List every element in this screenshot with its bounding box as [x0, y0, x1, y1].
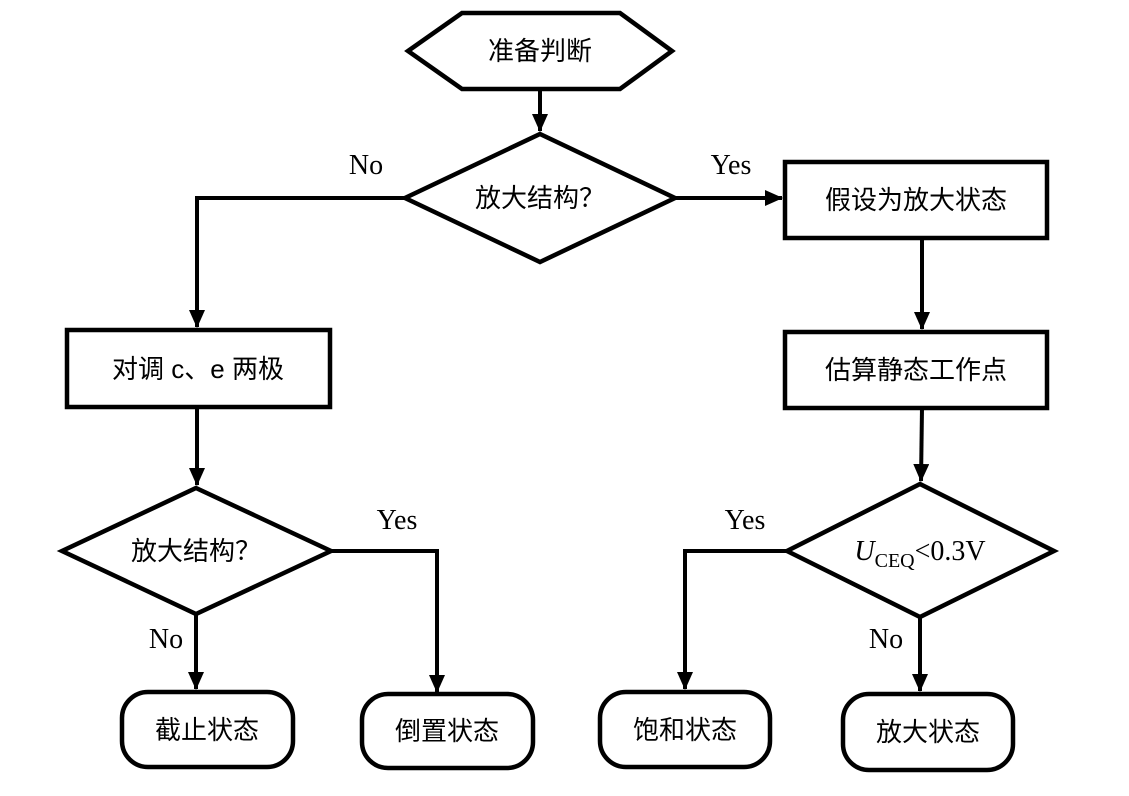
decision3-label-sub: CEQ [875, 550, 916, 572]
decision3-yes-label: Yes [725, 505, 766, 536]
estimate-rect [782, 329, 1050, 411]
assume-rect [782, 159, 1050, 241]
amplify-terminal [840, 691, 1016, 773]
amplify-label: 放大状态 [876, 717, 980, 747]
estimate-label: 估算静态工作点 [825, 355, 1007, 385]
edge-decision1-no-to-swap [189, 196, 405, 328]
edge-decision2-yes-to-inverted [331, 549, 445, 693]
decision3-no-label: No [869, 624, 903, 655]
decision2-yes-label: Yes [377, 505, 418, 536]
swap-rect [64, 327, 333, 410]
start-label: 准备判断 [488, 36, 592, 66]
cutoff-label: 截止状态 [155, 715, 259, 745]
decision1-yes-label: Yes [711, 150, 752, 181]
decision2-label: 放大结构？ [131, 536, 261, 566]
decision1-no-label: No [349, 150, 383, 181]
decision1-diamond [399, 131, 681, 265]
decision3-diamond [781, 481, 1060, 620]
cutoff-terminal [119, 689, 296, 770]
inverted-label: 倒置状态 [395, 716, 499, 746]
edge-decision3-yes-to-saturation [677, 549, 787, 690]
decision3-label-u: U [854, 536, 876, 567]
decision2-diamond [56, 485, 337, 617]
assume-label: 假设为放大状态 [825, 185, 1007, 215]
edge-estimate-to-decision3 [913, 407, 930, 482]
start-hexagon [404, 10, 676, 92]
decision3-label: UCEQ<0.3V [854, 536, 985, 572]
swap-label: 对调 c、e 两极 [112, 354, 284, 384]
decision3-label-rest: <0.3V [915, 536, 986, 567]
decision2-no-label: No [149, 624, 183, 655]
saturation-terminal [597, 689, 773, 770]
saturation-label: 饱和状态 [633, 715, 737, 745]
inverted-terminal [359, 691, 536, 771]
decision1-label: 放大结构？ [475, 183, 605, 213]
